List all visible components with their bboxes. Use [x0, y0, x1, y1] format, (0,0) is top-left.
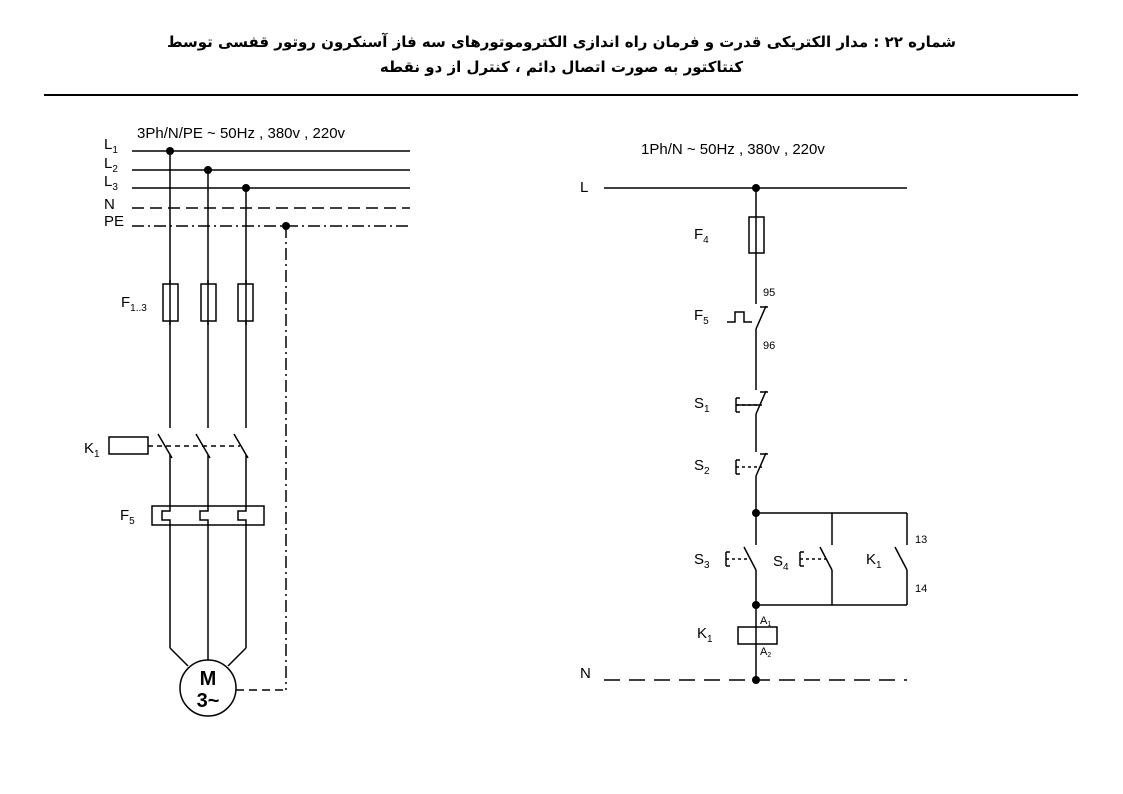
- junction-l3: [242, 184, 250, 192]
- svg-text:S3: S3: [694, 551, 710, 571]
- svg-text:K1: K1: [866, 551, 882, 571]
- coil-terminal-a1: A: [760, 615, 768, 627]
- motor-label-phase: 3~: [197, 690, 220, 712]
- contactor-label: K: [84, 440, 94, 457]
- svg-text:S2: S2: [694, 457, 710, 477]
- contactor-coil-k1: [108, 436, 149, 455]
- junction-pe: [282, 222, 290, 230]
- svg-text:L3: L3: [104, 173, 118, 193]
- svg-text:A2: A2: [760, 646, 771, 659]
- svg-text:A1: A1: [760, 615, 771, 628]
- main-contact-3: [233, 433, 249, 459]
- diagram-title-line2: کنتاکتور به صورت اتصال دائم ، کنترل از د…: [379, 58, 744, 76]
- junction-l2: [204, 166, 212, 174]
- svg-text:F5: F5: [694, 307, 709, 327]
- terminal-95: 95: [763, 287, 775, 299]
- junction-l1: [166, 147, 174, 155]
- control-supply-label: 1Ph/N ~ 50Hz , 380v , 220v: [641, 141, 825, 158]
- terminal-13: 13: [915, 534, 927, 546]
- fuse-label: F: [121, 294, 130, 311]
- power-circuit: [108, 150, 410, 717]
- svg-text:F1..3: F1..3: [121, 294, 147, 314]
- svg-text:L2: L2: [104, 155, 118, 175]
- junction-control-l: [752, 184, 760, 192]
- bus-label-pe: PE: [104, 213, 124, 230]
- overload-label: F: [120, 507, 129, 524]
- coil-terminal-a2: A: [760, 646, 768, 658]
- power-supply-label: 3Ph/N/PE ~ 50Hz , 380v , 220v: [137, 125, 346, 142]
- svg-text:F4: F4: [694, 226, 709, 246]
- svg-text:S4: S4: [773, 553, 789, 573]
- start-button-s3-label: S: [694, 551, 704, 568]
- control-coil-k1: [737, 626, 778, 645]
- stop-button-s2-label: S: [694, 457, 704, 474]
- control-overload-label: F: [694, 307, 703, 324]
- svg-text:F5: F5: [120, 507, 135, 527]
- control-label-l: L: [580, 179, 588, 196]
- control-fuse-label: F: [694, 226, 703, 243]
- diagram-title-line1: شماره ۲۲ : مدار الکتریکی قدرت و فرمان را…: [166, 33, 957, 51]
- coil-k1-label: K: [697, 625, 707, 642]
- terminal-14: 14: [915, 583, 927, 595]
- bus-label-l2: L: [104, 155, 112, 172]
- bus-label-n: N: [104, 196, 115, 213]
- terminal-96: 96: [763, 340, 775, 352]
- motor-label-m: M: [200, 668, 217, 690]
- svg-text:K1: K1: [84, 440, 100, 460]
- svg-text:K1: K1: [697, 625, 713, 645]
- bus-label-l1: L: [104, 136, 112, 153]
- control-label-n: N: [580, 665, 591, 682]
- main-contact-1: [157, 433, 173, 459]
- control-fuse-f4: [748, 216, 765, 254]
- holding-contact-k1-label: K: [866, 551, 876, 568]
- stop-button-s1-label: S: [694, 395, 704, 412]
- svg-text:S1: S1: [694, 395, 710, 415]
- junction-control-n: [752, 676, 760, 684]
- junction-branch-bottom: [752, 601, 760, 609]
- junction-branch-top: [752, 509, 760, 517]
- motor: [179, 659, 237, 717]
- bus-label-l3: L: [104, 173, 112, 190]
- svg-text:L1: L1: [104, 136, 118, 156]
- start-button-s4-label: S: [773, 553, 783, 570]
